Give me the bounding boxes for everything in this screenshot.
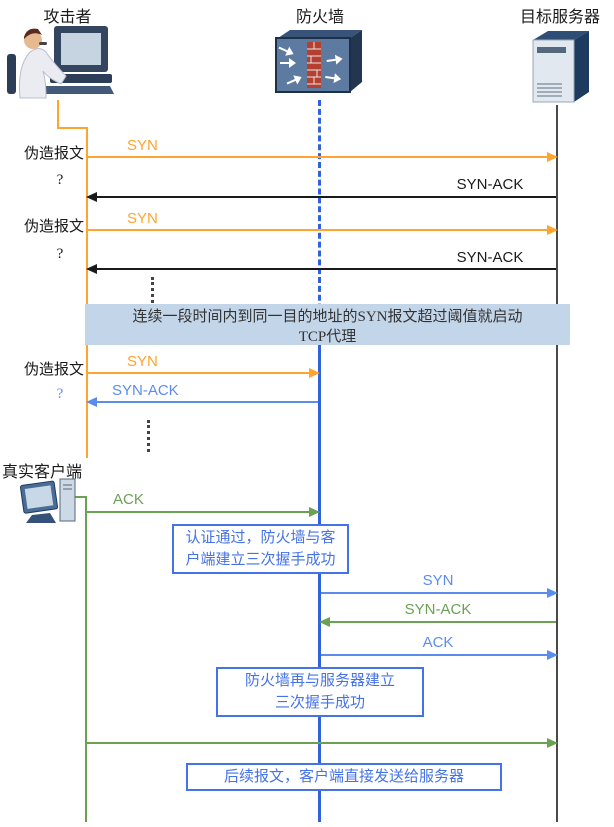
message-arrow-syn-4: [321, 588, 558, 598]
arrowhead-left-icon: [86, 397, 97, 407]
arrowhead-left-icon: [86, 192, 97, 202]
firewall-icon: [275, 30, 362, 93]
arrowhead-right-icon: [547, 738, 558, 748]
arrowhead-right-icon: [547, 225, 558, 235]
arrowhead-right-icon: [547, 588, 558, 598]
lifeline-firewall-solid: [318, 345, 321, 822]
question-mark-1: ?: [56, 172, 64, 188]
message-arrow-ack-2: [321, 650, 558, 660]
message-label-synack-4: SYN-ACK: [404, 601, 472, 618]
attacker-icon: [7, 26, 114, 99]
message-label-ack-2: ACK: [422, 634, 454, 651]
note2-line1: 防火墙再与服务器建立: [244, 673, 395, 689]
note1-line2: 户端建立三次握手成功: [185, 552, 336, 568]
lifeline-attacker: [86, 127, 88, 458]
ellipsis-dots-1: [151, 277, 154, 303]
forged-packet-label-3: 伪造报文: [23, 362, 84, 378]
message-arrow-synack-4: [319, 617, 556, 627]
note-handshake-server: 防火墙再与服务器建立 三次握手成功: [216, 667, 424, 717]
message-arrow-synack-3: [86, 397, 318, 407]
ellipsis-dots-2: [147, 420, 150, 452]
message-arrow-syn-3: [88, 368, 320, 378]
lifeline-server: [556, 105, 558, 822]
message-arrow-syn-2: [88, 225, 558, 235]
lifeline-client: [85, 496, 87, 822]
lifeline-firewall-dashed: [318, 100, 321, 345]
note-handshake-client: 认证通过，防火墙与客 户端建立三次握手成功: [172, 524, 349, 574]
message-label-synack-1: SYN-ACK: [456, 176, 524, 193]
message-label-syn-2: SYN: [127, 210, 158, 227]
note1-line1: 认证通过，防火墙与客: [185, 530, 336, 546]
arrowhead-right-icon: [309, 368, 320, 378]
forged-packet-label-1: 伪造报文: [23, 146, 84, 162]
band-text-line2: TCP代理: [298, 329, 357, 345]
arrowhead-right-icon: [547, 152, 558, 162]
message-label-ack-1: ACK: [113, 491, 144, 508]
lifeline-client-connector: [70, 496, 86, 498]
message-label-syn-4: SYN: [422, 572, 454, 589]
message-label-syn-1: SYN: [127, 137, 158, 154]
actor-label-server: 目标服务器: [519, 9, 600, 26]
arrowhead-left-icon: [86, 264, 97, 274]
question-mark-3: ?: [56, 386, 64, 402]
message-arrow-syn-1: [88, 152, 558, 162]
tcp-proxy-threshold-band: 连续一段时间内到同一目的地址的SYN报文超过阈值就启动 TCP代理: [85, 304, 570, 345]
message-label-synack-3: SYN-ACK: [112, 382, 179, 399]
message-arrow-direct: [86, 738, 558, 748]
message-arrow-synack-1: [86, 192, 556, 202]
actor-label-attacker: 攻击者: [43, 9, 92, 26]
lifeline-attacker-jog: [57, 127, 88, 129]
arrowhead-right-icon: [547, 650, 558, 660]
lifeline-attacker-upper: [57, 100, 59, 127]
client-icon: [20, 478, 76, 523]
actor-label-firewall: 防火墙: [295, 9, 344, 26]
server-icon: [532, 31, 589, 103]
message-arrow-synack-2: [86, 264, 556, 274]
message-label-synack-2: SYN-ACK: [456, 249, 524, 266]
note-direct-traffic: 后续报文，客户端直接发送给服务器: [186, 763, 502, 791]
message-arrow-ack-1: [86, 507, 320, 517]
forged-packet-label-2: 伪造报文: [23, 219, 84, 235]
note2-line2: 三次握手成功: [274, 695, 365, 711]
question-mark-2: ?: [56, 246, 64, 262]
actor-label-client: 真实客户端: [2, 464, 83, 481]
arrowhead-right-icon: [309, 507, 320, 517]
arrowhead-left-icon: [319, 617, 330, 627]
band-text-line1: 连续一段时间内到同一目的地址的SYN报文超过阈值就启动: [132, 309, 523, 325]
message-label-syn-3: SYN: [127, 353, 158, 370]
note3-line1: 后续报文，客户端直接发送给服务器: [223, 769, 464, 785]
